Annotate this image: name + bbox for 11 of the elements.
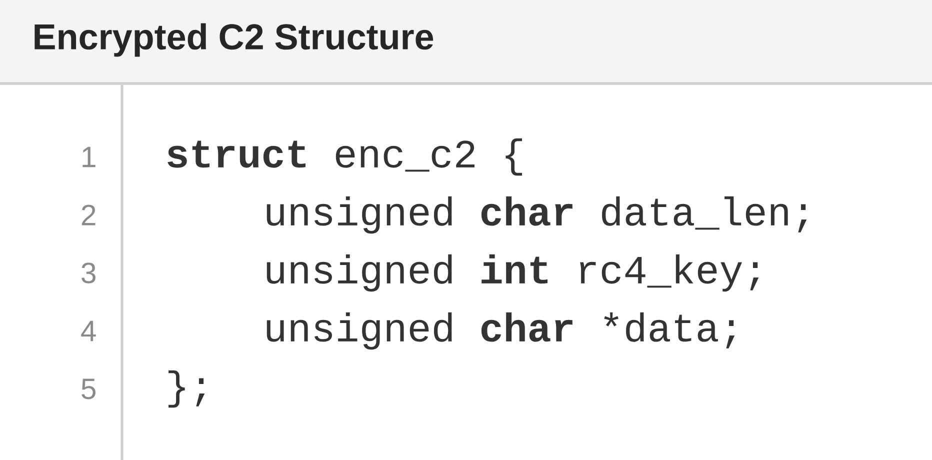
line-number: 1	[82, 146, 96, 168]
title: Encrypted C2 Structure	[34, 23, 434, 57]
line-number: 4	[81, 320, 96, 342]
code-line: struct enc_c2 {	[168, 138, 522, 176]
code-line: unsigned char data_len;	[266, 196, 807, 234]
code-line: unsigned int rc4_key;	[266, 254, 759, 292]
code-line: };	[168, 370, 205, 408]
line-number: 3	[82, 262, 96, 284]
line-number: 5	[82, 378, 96, 400]
line-number: 2	[82, 204, 96, 226]
code-line: unsigned char *data;	[266, 312, 735, 350]
